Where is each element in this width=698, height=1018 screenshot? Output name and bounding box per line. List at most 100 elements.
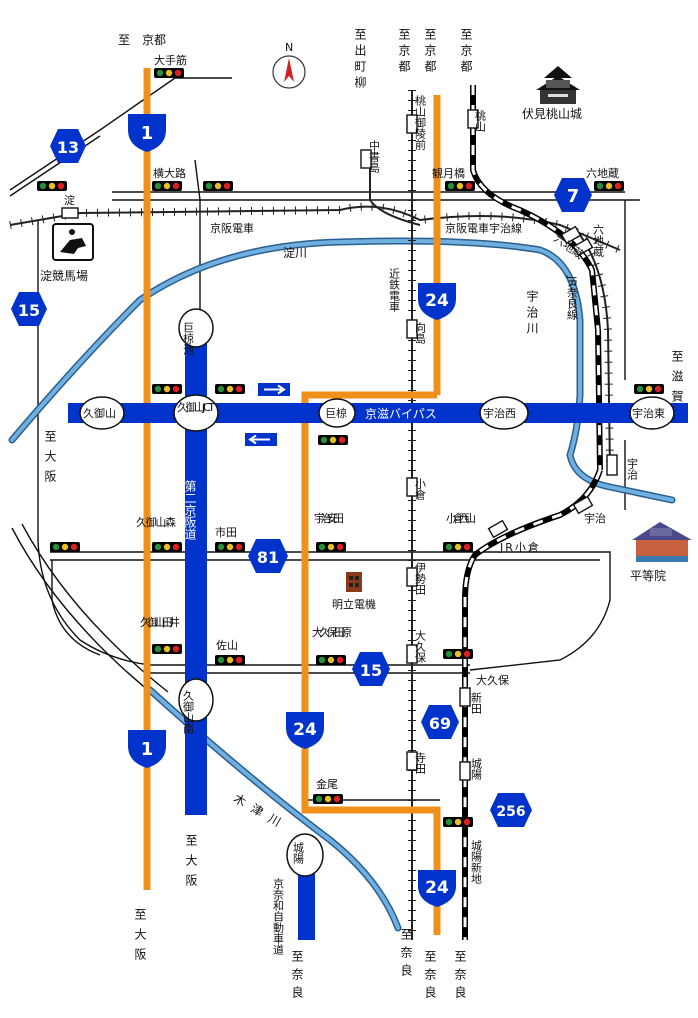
direction-arrows: [245, 383, 290, 446]
route-shields: 1 1 13 15 7 81 15 69: [11, 114, 592, 907]
dir-nara-24: 至奈良: [423, 950, 437, 1004]
bypass-name: 京滋バイパス: [365, 407, 437, 421]
racecourse-label: 淀競馬場: [40, 268, 88, 283]
dir-nara-kinki: 至奈良: [399, 928, 413, 982]
svg-text:24: 24: [425, 291, 449, 311]
int-yokooji: 横大路: [153, 166, 186, 180]
svg-text:256: 256: [496, 804, 525, 820]
shield-route-24-bottom: 24: [418, 870, 456, 907]
daini-keihan-name: 第二京阪道: [183, 480, 197, 540]
shield-route-1-bottom: 1: [128, 730, 166, 768]
station-markers: [61, 109, 618, 781]
dir-osaka-west: 至大阪: [43, 430, 57, 490]
shield-route-13: 13: [50, 129, 86, 163]
int-kanao: 金尾: [316, 777, 338, 791]
ic-uji-nishi: 宇治西: [483, 406, 516, 420]
dir-osaka-route1: 至大阪: [133, 908, 147, 968]
int-kangetsukyo: 観月橋: [432, 166, 465, 180]
int-ichida: 市田: [215, 525, 237, 539]
byodoin-label: 平等院: [630, 569, 666, 583]
int-otesuji: 大手筋: [154, 53, 187, 67]
north-arrow: [272, 55, 306, 89]
rail-keihan-west: 京阪電車: [210, 221, 254, 235]
castle-icon: [536, 66, 580, 104]
st-shinden: 新田: [470, 691, 483, 714]
ic-kumiyama-jct: 久御山JCT: [177, 400, 215, 414]
svg-text:24: 24: [293, 720, 317, 740]
int-sayama: 佐山: [216, 638, 238, 652]
ic-joyo: 城陽: [292, 842, 305, 865]
st-uji-keihan: 宇治: [584, 511, 606, 525]
ic-kumiyama-minami: 久御山南: [182, 690, 195, 734]
int-uji-yasuda: 宇治安田: [314, 511, 344, 525]
st-momoyama-goryomae: 桃山御陵前: [414, 94, 427, 151]
rail-keihan-uji: 京阪電車宇治線: [445, 221, 522, 235]
dir-kyoto-jr: 至京都: [459, 28, 473, 76]
shield-route-7: 7: [554, 178, 592, 212]
dir-demachi: 至出町柳: [353, 28, 367, 92]
int-rokujizo: 六地蔵: [586, 167, 619, 180]
ic-kumiyama: 久御山: [83, 406, 116, 420]
shield-route-256: 256: [490, 793, 532, 827]
svg-text:1: 1: [141, 739, 154, 760]
expressways: [68, 330, 688, 940]
dir-kyoto-top: 至 京都: [118, 33, 166, 47]
rail-jr-nara: JR奈良線: [566, 275, 579, 320]
river-yodo: 淀川: [283, 246, 307, 260]
shield-route-1-top: 1: [128, 114, 166, 152]
st-yodo: 淀: [64, 193, 75, 207]
shield-route-24-mid: 24: [286, 712, 324, 749]
int-ogura-nishiyama: 小倉西山: [446, 511, 476, 525]
rail-kintetsu: 近鉄電車: [388, 268, 401, 313]
dir-osaka-daini: 至大阪: [184, 834, 198, 894]
dir-nara-jr: 至奈良: [453, 950, 467, 1004]
svg-text:69: 69: [429, 714, 451, 733]
int-okubo: 大久保: [476, 673, 509, 687]
svg-text:15: 15: [18, 301, 40, 320]
dir-kyoto-keihan: 至京都: [397, 28, 411, 76]
byodoin-icon: [632, 522, 692, 562]
int-kumiyama-tai: 久御山田井: [140, 615, 180, 629]
int-okubo-tahara: 大久保田原: [312, 625, 352, 639]
rivers: [8, 237, 676, 932]
svg-text:15: 15: [360, 661, 382, 680]
st-chushojima: 中書島: [368, 140, 381, 174]
st-ogura: 小倉: [414, 478, 427, 501]
st-okubo: 大久保: [414, 629, 427, 664]
factory-label: 明立電機: [332, 597, 376, 611]
st-rokujizo-jr: 六地蔵: [592, 224, 605, 258]
castle-label: 伏見桃山城: [522, 106, 582, 121]
shield-route-24-top: 24: [418, 283, 456, 320]
int-joyo-shinchi: 城陽新地: [470, 840, 483, 884]
dir-shiga: 至滋賀: [670, 350, 684, 410]
ic-ogura-ike: 巨椋池: [182, 322, 195, 355]
svg-text:24: 24: [425, 878, 449, 898]
svg-text:1: 1: [141, 123, 154, 144]
shield-route-15-left: 15: [11, 292, 47, 326]
int-kumiyama-mori: 久御山森: [136, 515, 176, 529]
ic-ogura: 巨椋: [325, 406, 347, 420]
st-iseda: 伊勢田: [414, 562, 427, 595]
svg-text:81: 81: [257, 548, 279, 567]
north-label: N: [285, 41, 293, 54]
st-joyo: 城陽: [470, 758, 483, 781]
dir-kyoto-24: 至京都: [423, 28, 437, 76]
dir-nara-keinawa: 至奈良: [290, 950, 304, 1004]
rail-jr-okura: JR小倉: [499, 540, 541, 554]
shield-route-81: 81: [248, 539, 288, 573]
st-mukaijima: 向島: [414, 321, 427, 345]
ic-uji-higashi: 宇治東: [632, 406, 665, 420]
st-momoyama: 桃山: [474, 109, 487, 132]
st-uji-jr: 宇治: [626, 458, 639, 481]
river-uji: 宇治川: [525, 290, 539, 338]
svg-text:7: 7: [567, 186, 580, 207]
st-terada: 寺田: [414, 752, 427, 774]
factory-icon: [346, 572, 362, 592]
shield-route-69: 69: [421, 705, 459, 739]
keinawa-name: 京奈和自動車道: [272, 877, 285, 955]
local-roads: [9, 77, 640, 821]
river-kizu: 木津川: [231, 791, 290, 833]
shield-route-15-mid: 15: [352, 652, 390, 686]
